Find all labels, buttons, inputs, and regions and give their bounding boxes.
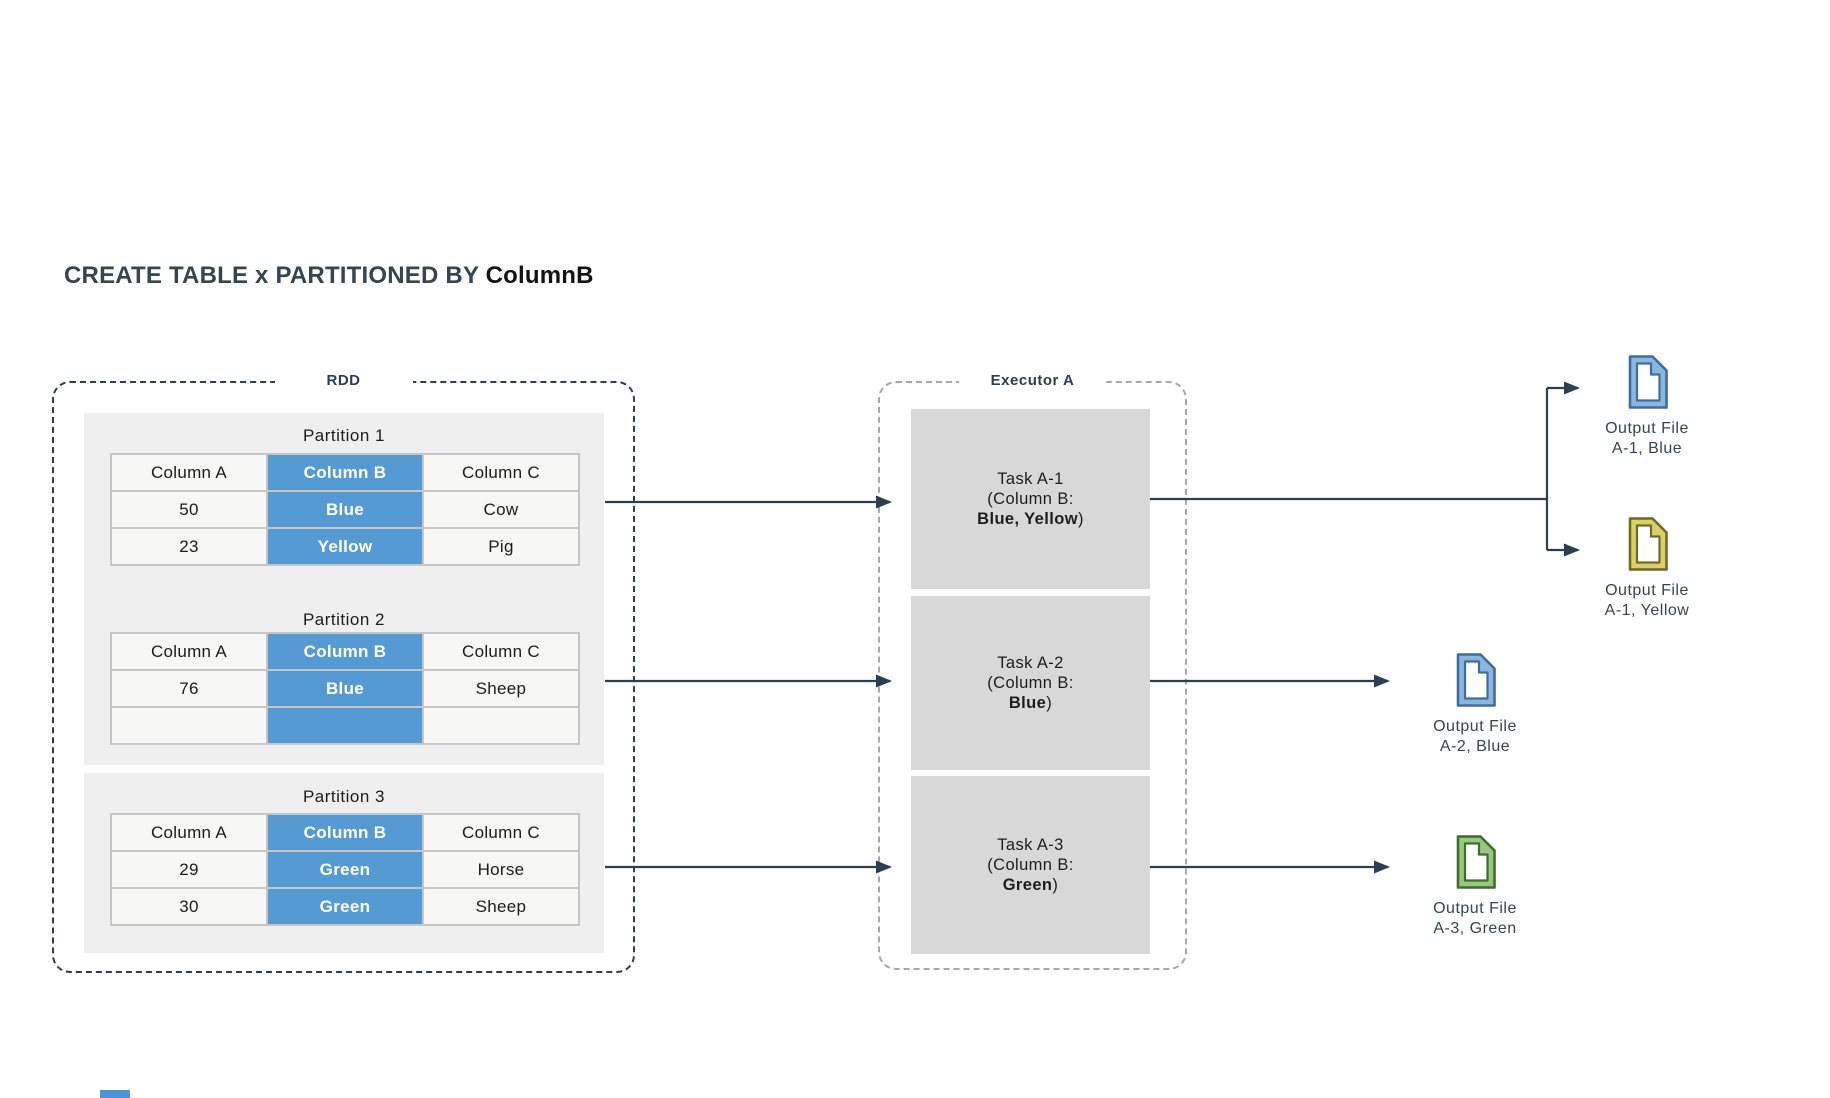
task-subtitle: (Column B: — [987, 856, 1074, 874]
partition-1-title: Partition 1 — [302, 426, 386, 445]
page-title: CREATE TABLE x PARTITIONED BY ColumnB — [64, 262, 594, 290]
task-a3-box: Task A-3 (Column B: Green) — [911, 776, 1150, 954]
header-cell: Column C — [422, 813, 580, 852]
header-cell-column-b: Column B — [266, 632, 424, 671]
table-row: 76 Blue Sheep — [110, 669, 580, 708]
cell-column-b: Green — [266, 850, 424, 889]
header-cell: Column A — [110, 453, 268, 492]
output-file-label: Output File — [1433, 718, 1517, 735]
output-file-sublabel: A-2, Blue — [1439, 738, 1511, 755]
cell: Horse — [422, 850, 580, 889]
cell-column-b: Yellow — [266, 527, 424, 566]
partition-2-table: Column A Column B Column C 76 Blue Sheep — [110, 632, 580, 745]
cell — [422, 706, 580, 745]
document-icon — [1456, 835, 1496, 889]
rdd-group-label: RDD — [274, 372, 413, 389]
cell — [110, 706, 268, 745]
table-row: 23 Yellow Pig — [110, 527, 580, 566]
document-icon-page — [1463, 842, 1489, 882]
partition-3-title: Partition 3 — [302, 787, 386, 806]
bottom-left-blue-mark — [100, 1090, 130, 1098]
partition-container-1-2: Partition 1 Column A Column B Column C 5… — [84, 413, 604, 765]
rdd-group-box: RDD — [52, 372, 635, 973]
header-cell-column-b: Column B — [266, 453, 424, 492]
task-title: Task A-3 — [997, 836, 1064, 854]
output-file-a1-blue: Output File A-1, Blue — [1562, 354, 1732, 459]
cell: 23 — [110, 527, 268, 566]
header-cell: Column A — [110, 813, 268, 852]
document-icon — [1628, 517, 1668, 571]
task-title: Task A-1 — [997, 470, 1064, 488]
task-values: Green) — [1002, 876, 1059, 894]
task-a2-box: Task A-2 (Column B: Blue) — [911, 596, 1150, 770]
partition-1-table: Column A Column B Column C 50 Blue Cow 2… — [110, 453, 580, 566]
partition-2-title: Partition 2 — [302, 610, 386, 629]
output-file-sublabel: A-1, Yellow — [1604, 602, 1690, 619]
table-row: 50 Blue Cow — [110, 490, 580, 529]
cell: Sheep — [422, 669, 580, 708]
output-file-label: Output File — [1605, 582, 1689, 599]
cell: Cow — [422, 490, 580, 529]
partition-container-3: Partition 3 Column A Column B Column C 2… — [84, 773, 604, 953]
document-icon — [1628, 355, 1668, 409]
cell: Pig — [422, 527, 580, 566]
document-icon-page — [1463, 660, 1489, 700]
cell: 76 — [110, 669, 268, 708]
header-cell-column-b: Column B — [266, 813, 424, 852]
header-cell: Column A — [110, 632, 268, 671]
output-file-label: Output File — [1433, 900, 1517, 917]
document-icon-page — [1635, 524, 1661, 564]
table-row: 29 Green Horse — [110, 850, 580, 889]
output-file-sublabel: A-1, Blue — [1611, 440, 1683, 457]
header-cell: Column C — [422, 453, 580, 492]
cell-column-b: Blue — [266, 669, 424, 708]
task-values: Blue, Yellow) — [977, 510, 1084, 528]
output-file-sublabel: A-3, Green — [1433, 920, 1517, 937]
page-title-emphasis: ColumnB — [485, 262, 594, 289]
task-title: Task A-2 — [997, 654, 1064, 672]
output-file-a3-green: Output File A-3, Green — [1390, 834, 1560, 939]
cell-column-b — [266, 706, 424, 745]
task-subtitle: (Column B: — [987, 674, 1074, 692]
partition-3-table: Column A Column B Column C 29 Green Hors… — [110, 813, 580, 926]
table-header-row: Column A Column B Column C — [110, 632, 580, 671]
cell-column-b: Blue — [266, 490, 424, 529]
cell: 30 — [110, 887, 268, 926]
cell: Sheep — [422, 887, 580, 926]
line-task-a1-branch — [1150, 388, 1549, 550]
page-title-prefix: CREATE TABLE x PARTITIONED BY — [64, 262, 486, 289]
table-row: 30 Green Sheep — [110, 887, 580, 926]
table-header-row: Column A Column B Column C — [110, 453, 580, 492]
table-row-empty — [110, 706, 580, 745]
document-icon — [1456, 653, 1496, 707]
cell-column-b: Green — [266, 887, 424, 926]
output-file-a1-yellow: Output File A-1, Yellow — [1562, 516, 1732, 621]
output-file-label: Output File — [1605, 420, 1689, 437]
output-file-a2-blue: Output File A-2, Blue — [1390, 652, 1560, 757]
document-icon-page — [1635, 362, 1661, 402]
table-header-row: Column A Column B Column C — [110, 813, 580, 852]
cell: 50 — [110, 490, 268, 529]
task-values: Blue) — [1008, 694, 1053, 712]
executor-group-label: Executor A — [958, 372, 1107, 389]
task-subtitle: (Column B: — [987, 490, 1074, 508]
cell: 29 — [110, 850, 268, 889]
task-a1-box: Task A-1 (Column B: Blue, Yellow) — [911, 409, 1150, 589]
header-cell: Column C — [422, 632, 580, 671]
